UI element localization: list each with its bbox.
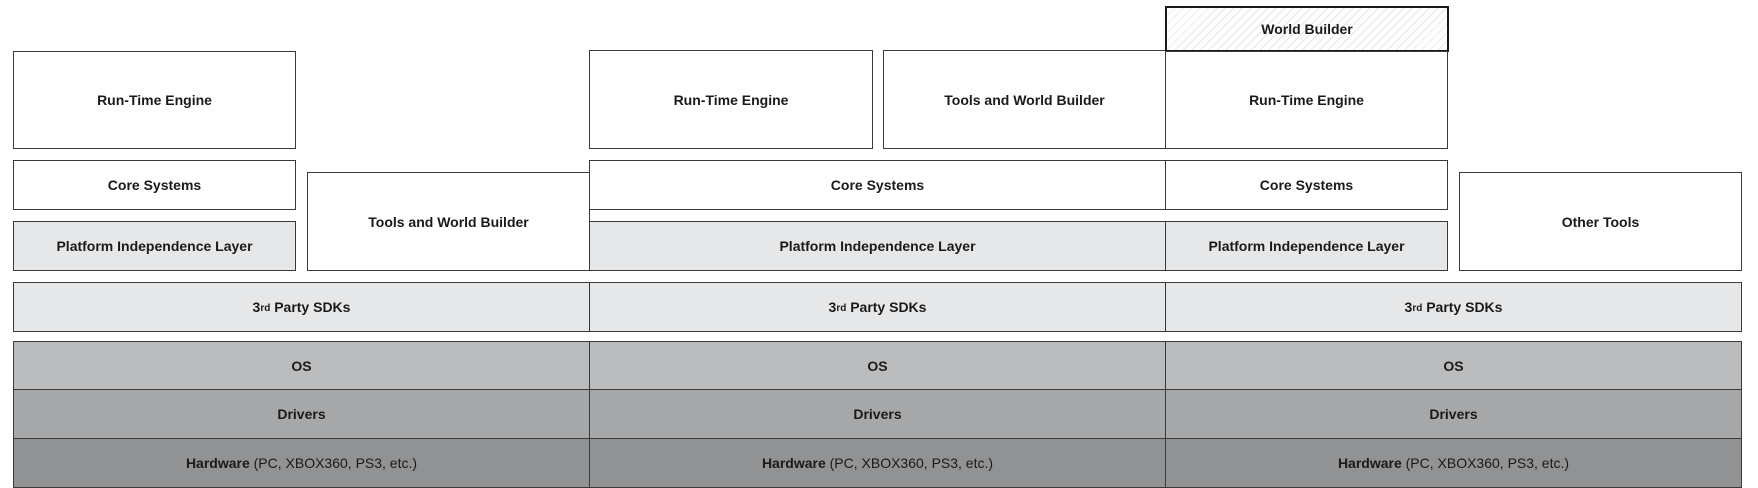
col2-core-label: Core Systems bbox=[830, 177, 925, 193]
col3-other-tools: Other Tools bbox=[1459, 172, 1742, 271]
col1-core-systems: Core Systems bbox=[13, 160, 296, 210]
hardware-label-2: Hardware (PC, XBOX360, PS3, etc.) bbox=[761, 455, 994, 471]
col2-tools-world-builder: Tools and World Builder bbox=[883, 50, 1166, 149]
drivers-label-3: Drivers bbox=[1429, 406, 1478, 422]
col3-core-label: Core Systems bbox=[1259, 177, 1354, 193]
col1-platform-independence-layer: Platform Independence Layer bbox=[13, 221, 296, 271]
hardware-block-1: Hardware (PC, XBOX360, PS3, etc.) bbox=[13, 438, 590, 488]
col1-runtime-engine: Run-Time Engine bbox=[13, 51, 296, 149]
drivers-block-3: Drivers bbox=[1165, 389, 1742, 439]
col2-runtime-engine: Run-Time Engine bbox=[589, 50, 873, 149]
col3-core-systems: Core Systems bbox=[1165, 160, 1448, 210]
col3-platform-independence-layer: Platform Independence Layer bbox=[1165, 221, 1448, 271]
hardware-label-3: Hardware (PC, XBOX360, PS3, etc.) bbox=[1337, 455, 1570, 471]
col2-tools-label: Tools and World Builder bbox=[944, 91, 1105, 108]
col3-pil-label: Platform Independence Layer bbox=[1208, 238, 1405, 254]
hardware-label-1: Hardware (PC, XBOX360, PS3, etc.) bbox=[185, 455, 418, 471]
col1-pil-label: Platform Independence Layer bbox=[56, 238, 253, 254]
col3-runtime-label: Run-Time Engine bbox=[1249, 92, 1364, 108]
col2-pil-label: Platform Independence Layer bbox=[779, 238, 976, 254]
os-block-3: OS bbox=[1165, 341, 1742, 390]
os-label-1: OS bbox=[291, 357, 312, 374]
hardware-block-3: Hardware (PC, XBOX360, PS3, etc.) bbox=[1165, 438, 1742, 488]
col1-core-label: Core Systems bbox=[107, 177, 202, 193]
hardware-block-2: Hardware (PC, XBOX360, PS3, etc.) bbox=[589, 438, 1166, 488]
col2-core-systems: Core Systems bbox=[589, 160, 1166, 210]
col1-tools-world-builder: Tools and World Builder bbox=[307, 172, 590, 271]
os-block-2: OS bbox=[589, 341, 1166, 390]
col3-runtime-engine: Run-Time Engine bbox=[1165, 51, 1448, 149]
drivers-block-1: Drivers bbox=[13, 389, 590, 439]
col3-world-builder: World Builder bbox=[1165, 6, 1449, 52]
col2-platform-independence-layer: Platform Independence Layer bbox=[589, 221, 1166, 271]
col2-runtime-label: Run-Time Engine bbox=[673, 91, 789, 108]
col1-runtime-label: Run-Time Engine bbox=[97, 92, 212, 108]
col3-other-tools-label: Other Tools bbox=[1561, 213, 1640, 230]
col1-tools-label: Tools and World Builder bbox=[368, 213, 529, 230]
os-block-1: OS bbox=[13, 341, 590, 390]
col3-world-builder-label: World Builder bbox=[1261, 21, 1353, 37]
os-label-2: OS bbox=[867, 357, 888, 374]
drivers-block-2: Drivers bbox=[589, 389, 1166, 439]
os-label-3: OS bbox=[1443, 357, 1464, 374]
drivers-label-1: Drivers bbox=[277, 406, 326, 422]
drivers-label-2: Drivers bbox=[853, 406, 902, 422]
